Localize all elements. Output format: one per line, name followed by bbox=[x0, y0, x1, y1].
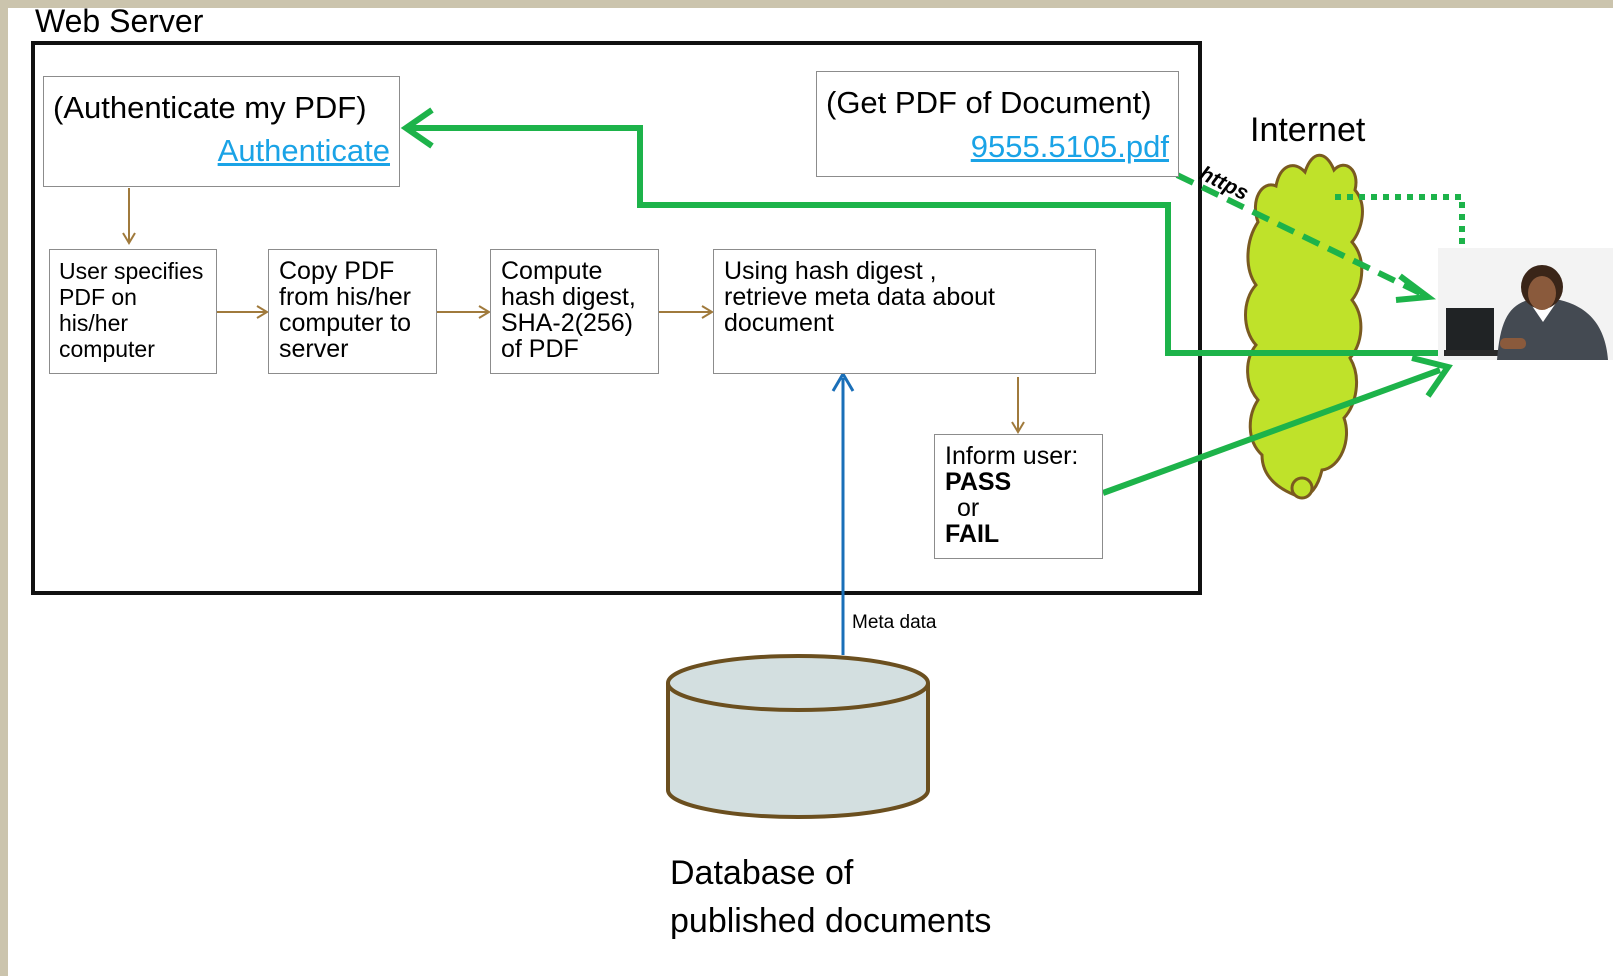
request-arrowhead bbox=[400, 107, 434, 149]
meta-data-arrowhead bbox=[831, 371, 855, 392]
result-arrowhead bbox=[1411, 355, 1453, 398]
meta-data-label: Meta data bbox=[852, 612, 937, 633]
step-2-line: Copy PDF bbox=[279, 257, 395, 285]
step-4-line: retrieve meta data about bbox=[724, 283, 995, 311]
or-label: or bbox=[957, 494, 980, 522]
internet-cloud-icon bbox=[1244, 153, 1364, 500]
get-pdf-box: (Get PDF of Document) 9555.5105.pdf bbox=[816, 71, 1179, 177]
result-path-arrow bbox=[1101, 367, 1442, 496]
web-server-title: Web Server bbox=[35, 3, 204, 39]
fail-label: FAIL bbox=[945, 520, 1000, 548]
database-label-line-1: Database of bbox=[670, 854, 854, 892]
step-compute-hash: Compute hash digest, SHA-2(256) of PDF bbox=[490, 249, 659, 374]
request-path-arrow bbox=[410, 125, 1462, 356]
inform-user-label: Inform user: bbox=[945, 442, 1079, 470]
step-specify-pdf: User specifies PDF on his/her computer bbox=[49, 249, 217, 374]
step-4-line: document bbox=[724, 309, 834, 337]
step-1-line: User specifies bbox=[59, 258, 204, 284]
step-4-line: Using hash digest , bbox=[724, 257, 937, 285]
download-path-arrow bbox=[1175, 172, 1422, 296]
authenticate-box: (Authenticate my PDF) Authenticate bbox=[43, 76, 400, 187]
authenticate-box-title: (Authenticate my PDF) bbox=[53, 90, 367, 125]
step-2-line: computer to bbox=[279, 309, 412, 337]
user-at-computer-icon bbox=[1438, 248, 1613, 360]
web-server-frame bbox=[31, 41, 1202, 595]
step-2-line: from his/her bbox=[279, 283, 411, 311]
step-3-line: of PDF bbox=[501, 335, 579, 363]
step-3-line: SHA-2(256) bbox=[501, 309, 633, 337]
pdf-download-link[interactable]: 9555.5105.pdf bbox=[970, 129, 1169, 164]
step-copy-pdf: Copy PDF from his/her computer to server bbox=[268, 249, 437, 374]
inform-user-box: Inform user: PASS or FAIL bbox=[934, 434, 1103, 559]
step-1-line: his/her bbox=[59, 310, 129, 336]
database-label-line-2: published documents bbox=[670, 902, 992, 940]
database-icon bbox=[666, 654, 930, 819]
step-3-line: Compute bbox=[501, 257, 603, 285]
internet-label: Internet bbox=[1250, 111, 1366, 149]
get-pdf-box-title: (Get PDF of Document) bbox=[826, 85, 1152, 120]
step-1-line: PDF on bbox=[59, 284, 137, 310]
step-3-line: hash digest, bbox=[501, 283, 636, 311]
authenticate-link[interactable]: Authenticate bbox=[217, 133, 390, 168]
step-2-line: server bbox=[279, 335, 349, 363]
step-1-line: computer bbox=[59, 336, 155, 362]
step-retrieve-metadata: Using hash digest , retrieve meta data a… bbox=[713, 249, 1096, 374]
pass-label: PASS bbox=[945, 468, 1012, 496]
download-arrowhead bbox=[1395, 273, 1437, 303]
